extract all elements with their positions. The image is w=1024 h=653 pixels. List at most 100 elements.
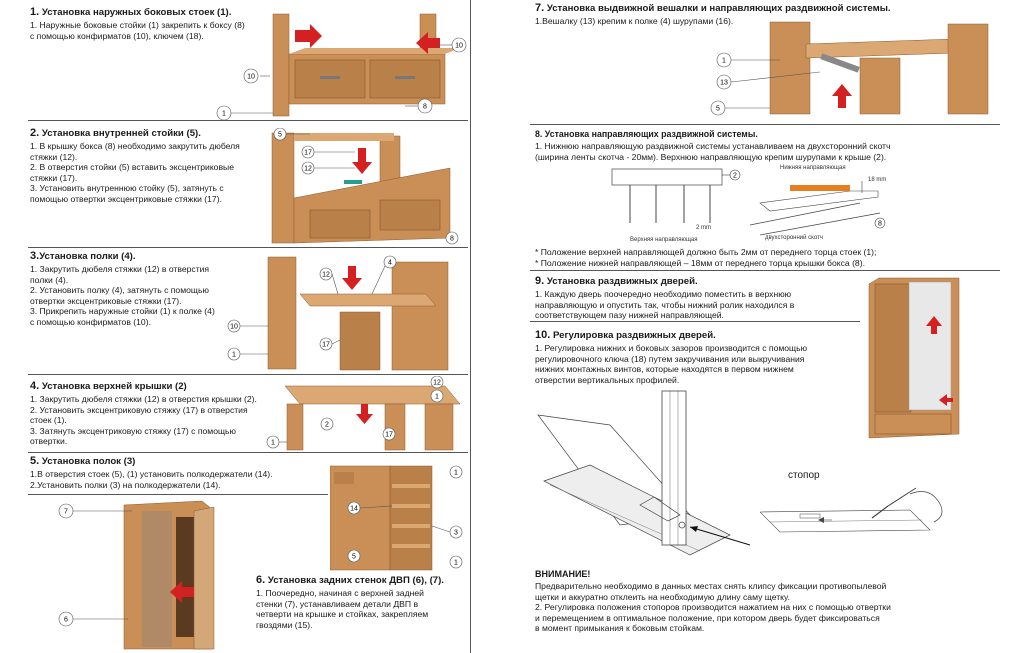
divider (28, 494, 328, 495)
step-10-text: 1. Регулировка нижних и боковых зазоров … (535, 343, 808, 385)
step-1-title: 1. Установка наружных боковых стоек (1). (30, 6, 232, 18)
step-3-text: 1. Закрутить дюбеля стяжки (12) в отверс… (30, 264, 215, 327)
arrow-left (170, 581, 194, 603)
callout: 13 (720, 80, 728, 87)
divider (28, 247, 468, 248)
callout: 1 (722, 58, 726, 65)
label-upper-guide: Верхняя направляющая (630, 237, 697, 243)
callout: 17 (322, 342, 330, 349)
callout: 5 (716, 106, 720, 113)
step-5-title: 5. Установка полок (3) (30, 455, 136, 467)
callout: 1 (271, 440, 275, 447)
callout: 12 (304, 166, 312, 173)
step-8-title: 8. Установка направляющих раздвижной сис… (535, 129, 758, 139)
attention-block: ВНИМАНИЕ! Предварительно необходимо в да… (535, 568, 975, 634)
divider (530, 270, 1000, 271)
label-double-tape: двухсторонний скотч (765, 234, 823, 241)
callout: 1 (454, 470, 458, 477)
stopper-label: стопор (788, 470, 820, 481)
callout: 8 (423, 104, 427, 111)
callout: 4 (388, 260, 392, 267)
arrow-right (295, 24, 322, 48)
side-post (272, 13, 290, 117)
step-6-title: 6. Установка задних стенок ДВП (6), (7). (256, 574, 444, 586)
divider (28, 120, 468, 121)
callout: 10 (230, 324, 238, 331)
arrow-down (352, 148, 372, 174)
step-5-text: 1.В отверстия стоек (5), (1) установить … (30, 469, 273, 490)
step-9-title: 9. Установка раздвижных дверей. (535, 275, 698, 287)
arrow-up (832, 84, 852, 108)
callout: 10 (455, 43, 463, 50)
step-1-text: 1. Наружные боковые стойки (1) закрепить… (30, 20, 245, 41)
step-8-notes: * Положение верхней направляющей должно … (535, 247, 877, 268)
callout: 8 (878, 221, 882, 228)
figure-step-10 (537, 390, 751, 556)
callout: 2 (325, 422, 329, 429)
figure-step-9 (868, 277, 960, 439)
arrow-down (342, 266, 362, 290)
figure-step-6: 7 6 (58, 500, 215, 650)
step-10-title: 10. Регулировка раздвижных дверей. (535, 329, 716, 341)
callout: 14 (350, 506, 358, 513)
step-2: 2. Установка внутренней стойки (5). 1. В… (30, 127, 280, 205)
divider (28, 374, 468, 375)
attention-title: ВНИМАНИЕ! (535, 569, 591, 579)
figure-step-3: 12 4 10 1 17 (227, 255, 449, 371)
step-9-text: 1. Каждую дверь поочередно необходимо по… (535, 289, 795, 321)
divider (530, 124, 1000, 125)
step-3: 3.Установка полки (4). 1. Закрутить дюбе… (30, 250, 280, 328)
callout: 10 (247, 74, 255, 81)
step-7-text: 1.Вешалку (13) крепим к полке (4) шурупа… (535, 16, 734, 26)
figure-step-4: 12 1 2 17 1 (266, 376, 461, 451)
figure-stopper (760, 487, 943, 533)
step-7: 7. Установка выдвижной вешалки и направл… (535, 2, 965, 27)
callout: 7 (64, 509, 68, 516)
step-2-title: 2. Установка внутренней стойки (5). (30, 127, 201, 139)
callout: 6 (64, 617, 68, 624)
column-divider (470, 0, 471, 653)
step-8-text: 1. Нижнюю направляющую раздвижной систем… (535, 141, 891, 162)
callout: 17 (385, 432, 393, 439)
callout: 8 (450, 236, 454, 243)
callout: 12 (322, 272, 330, 279)
arrow-left (416, 32, 440, 54)
arrow-up (926, 316, 942, 334)
arrow-down (356, 404, 373, 424)
callout: 17 (304, 150, 312, 157)
callout: 1 (454, 560, 458, 567)
step-7-title: 7. Установка выдвижной вешалки и направл… (535, 2, 891, 14)
step-8: 8. Установка направляющих раздвижной сис… (535, 128, 985, 162)
step-4-text: 1. Закрутить дюбеля стяжки (12) в отверс… (30, 394, 257, 447)
callout: 5 (352, 554, 356, 561)
callout: 5 (278, 132, 282, 139)
callout: 1 (222, 111, 226, 118)
label-lower-guide: Нижняя направляющая (780, 165, 846, 171)
figure-step-2: 5 17 12 8 (271, 128, 459, 245)
callout: 1 (435, 394, 439, 401)
dimension-18mm: 18 mm (868, 177, 886, 183)
step-6-text: 1. Поочередно, начиная с верхней задней … (256, 588, 429, 630)
callout: 3 (454, 530, 458, 537)
step-4: 4. Установка верхней крышки (2) 1. Закру… (30, 380, 290, 447)
step-10: 10. Регулировка раздвижных дверей. 1. Ре… (535, 329, 865, 385)
step-2-text: 1. В крышку бокса (8) необходимо закрути… (30, 141, 240, 204)
arrow-left (939, 394, 953, 406)
dimension-2mm: 2 mm (696, 225, 711, 231)
callout: 12 (433, 380, 441, 387)
step-4-title: 4. Установка верхней крышки (2) (30, 380, 187, 392)
attention-text: Предварительно необходимо в данных места… (535, 581, 891, 634)
callout: 2 (733, 173, 737, 180)
step-5: 5. Установка полок (3) 1.В отверстия сто… (30, 455, 320, 490)
divider (530, 321, 860, 322)
figure-step-1: 10 1 10 8 (216, 13, 467, 121)
callout: 1 (232, 352, 236, 359)
step-1: 1. Установка наружных боковых стоек (1).… (30, 6, 280, 41)
step-3-title: 3.Установка полки (4). (30, 250, 136, 262)
figure-step-5: 1 14 3 5 1 (330, 465, 463, 571)
step-6: 6. Установка задних стенок ДВП (6), (7).… (256, 574, 461, 630)
step-9: 9. Установка раздвижных дверей. 1. Кажду… (535, 275, 855, 321)
divider (28, 452, 468, 453)
figure-step-7: 1 13 5 (710, 21, 989, 116)
figure-step-8: 2 2 mm Верхняя направляющая Нижняя напра… (611, 165, 886, 243)
